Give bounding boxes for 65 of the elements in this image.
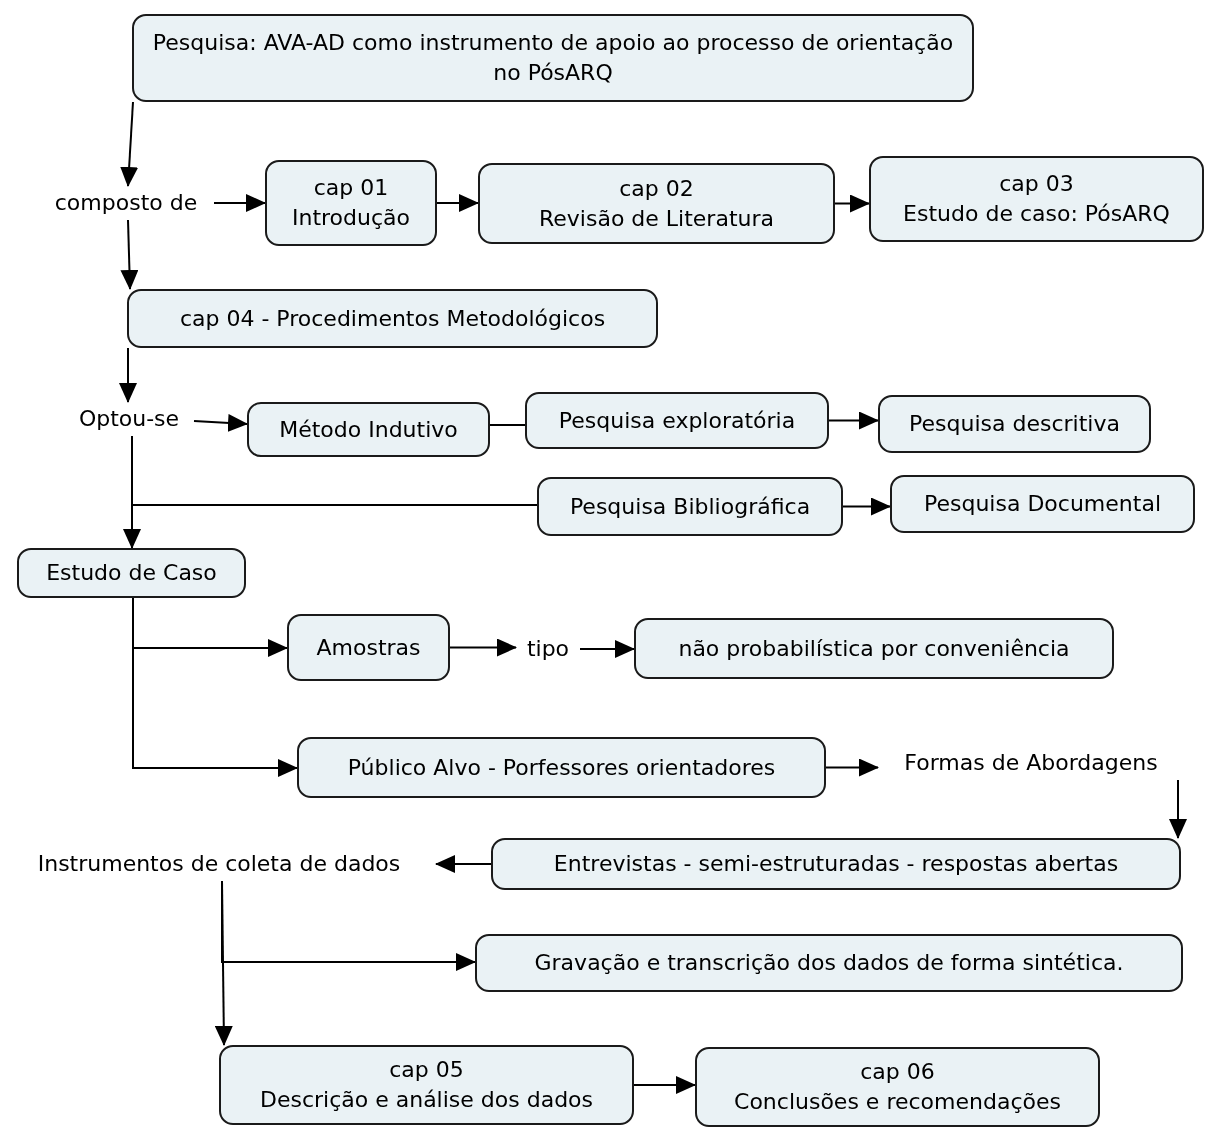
box-text: Pesquisa descritiva bbox=[909, 410, 1120, 438]
box-text: Método Indutivo bbox=[279, 415, 458, 444]
concept-box bbox=[878, 395, 1151, 453]
arrow bbox=[449, 638, 517, 657]
concept-label: Optou-se bbox=[66, 404, 192, 434]
concept-box bbox=[17, 548, 246, 598]
arrow bbox=[834, 194, 870, 213]
box-text: Entrevistas - semi-estruturadas - respostas abertas bbox=[553, 850, 1119, 878]
box-text: Estudo de Caso bbox=[46, 559, 217, 587]
arrow bbox=[633, 1076, 696, 1094]
arrow bbox=[120, 219, 139, 290]
arrow bbox=[120, 101, 139, 187]
concept-box bbox=[132, 14, 974, 102]
box-text: Público Alvo - Porfessores orientadores bbox=[347, 753, 776, 782]
box-text: Amostras bbox=[316, 633, 421, 662]
arrow bbox=[119, 347, 137, 403]
arrow bbox=[579, 640, 635, 658]
arrow bbox=[132, 597, 298, 777]
concept-label: Instrumentos de coleta de dados bbox=[4, 849, 434, 879]
concept-label: Formas de Abordagens bbox=[880, 748, 1182, 778]
box-text: Pesquisa: AVA-AD como instrumento de apoio ao processo de orientação no PósARQ bbox=[151, 29, 955, 87]
concept-box bbox=[537, 477, 843, 536]
concept-box bbox=[265, 160, 437, 246]
box-text: Introdução bbox=[292, 204, 410, 232]
concept-box bbox=[491, 838, 1181, 890]
concept-box bbox=[634, 618, 1114, 679]
box-text: Conclusões e recomendações bbox=[734, 1088, 1061, 1116]
box-text: Gravação e transcrição dos dados de forma sintética. bbox=[534, 949, 1124, 977]
box-text: cap 01 bbox=[313, 174, 389, 202]
box-text: Estudo de caso: PósARQ bbox=[903, 200, 1170, 228]
arrow bbox=[123, 435, 141, 549]
concept-label: tipo bbox=[518, 634, 578, 664]
concept-label: composto de bbox=[40, 188, 212, 218]
concept-box bbox=[247, 402, 490, 457]
arrow bbox=[842, 497, 891, 516]
concept-box bbox=[219, 1045, 634, 1125]
arrow bbox=[435, 855, 492, 873]
concept-box bbox=[127, 289, 658, 348]
box-text: Revisão de Literatura bbox=[539, 204, 774, 233]
arrow bbox=[213, 194, 266, 212]
box-text: cap 06 bbox=[860, 1058, 935, 1086]
arrow bbox=[828, 411, 879, 430]
concept-box bbox=[478, 163, 835, 244]
arrow bbox=[193, 413, 248, 432]
box-text: cap 03 bbox=[999, 170, 1074, 198]
arrow bbox=[436, 194, 479, 212]
concept-box bbox=[287, 614, 450, 681]
box-text: cap 02 bbox=[619, 174, 694, 203]
concept-box bbox=[525, 392, 829, 449]
box-text: Pesquisa Bibliográfica bbox=[569, 492, 811, 521]
box-text: cap 04 - Procedimentos Metodológicos bbox=[179, 304, 606, 333]
concept-box bbox=[297, 737, 826, 798]
concept-box bbox=[695, 1047, 1100, 1127]
box-text: não probabilística por conveniência bbox=[678, 634, 1070, 663]
concept-box bbox=[475, 934, 1183, 992]
box-text: Pesquisa Documental bbox=[924, 490, 1161, 518]
arrow bbox=[214, 880, 233, 1046]
concept-box bbox=[869, 156, 1204, 242]
connector-line bbox=[489, 424, 526, 426]
box-text: cap 05 bbox=[389, 1056, 464, 1084]
concept-box bbox=[890, 475, 1195, 533]
box-text: Pesquisa exploratória bbox=[558, 406, 796, 435]
arrow bbox=[825, 758, 879, 777]
box-text: Descrição e análise dos dados bbox=[259, 1086, 594, 1114]
arrow bbox=[1169, 779, 1187, 839]
